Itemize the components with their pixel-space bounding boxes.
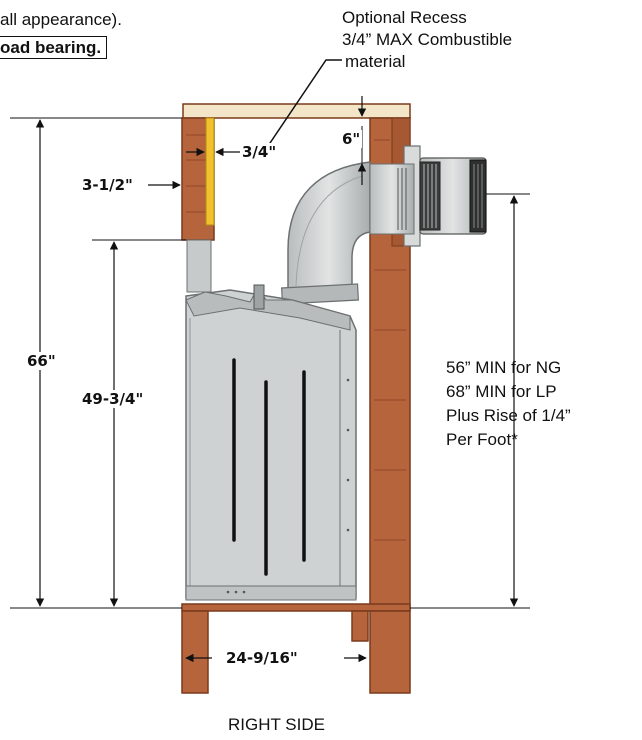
vent-note-line2: 68” MIN for LP (446, 382, 557, 401)
framing-depth-dim-label: 24-9/16" (224, 649, 300, 667)
left-leg (181, 610, 209, 694)
combustible-recess-strip (205, 117, 215, 226)
vent-elbow (287, 161, 371, 297)
right-leg (351, 610, 369, 642)
recess-note-line2: 3/4” MAX Combustible (342, 30, 513, 49)
header-plate (182, 103, 411, 119)
vent-pipe-collar (369, 163, 415, 235)
overall-height-dim-label: 66" (25, 352, 58, 370)
elbow-collar (281, 283, 359, 305)
view-label: RIGHT SIDE (228, 715, 325, 734)
firebox-top-panel (185, 287, 351, 331)
vent-note-line4: Per Foot* (446, 430, 518, 449)
stud-width-dim-label: 3-1/2" (80, 176, 135, 194)
recess-note-line1: Optional Recess (342, 8, 467, 27)
recess-note-line3: material (345, 52, 406, 71)
vent-note-line3: Plus Rise of 1/4” (446, 406, 571, 425)
right-post-lower (369, 610, 411, 694)
top-left-note: all appearance). (0, 10, 122, 29)
vent-note-line1: 56” MIN for NG (446, 358, 562, 377)
load-bearing-note: oad bearing. (0, 36, 108, 59)
firebox-louvers (232, 358, 306, 576)
firebox-body (185, 289, 357, 599)
recess-dim-label: 3/4" (240, 143, 279, 161)
vent-termination-ring (419, 161, 441, 231)
floor-platform (181, 603, 411, 612)
firebox-standoff (186, 239, 212, 293)
opening-height-dim-label: 49-3/4" (80, 390, 146, 408)
recess-leader (267, 59, 342, 147)
firebox-top-bracket (253, 284, 265, 310)
top-clearance-dim-label: 6" (340, 130, 363, 148)
firebox-base (185, 585, 357, 601)
